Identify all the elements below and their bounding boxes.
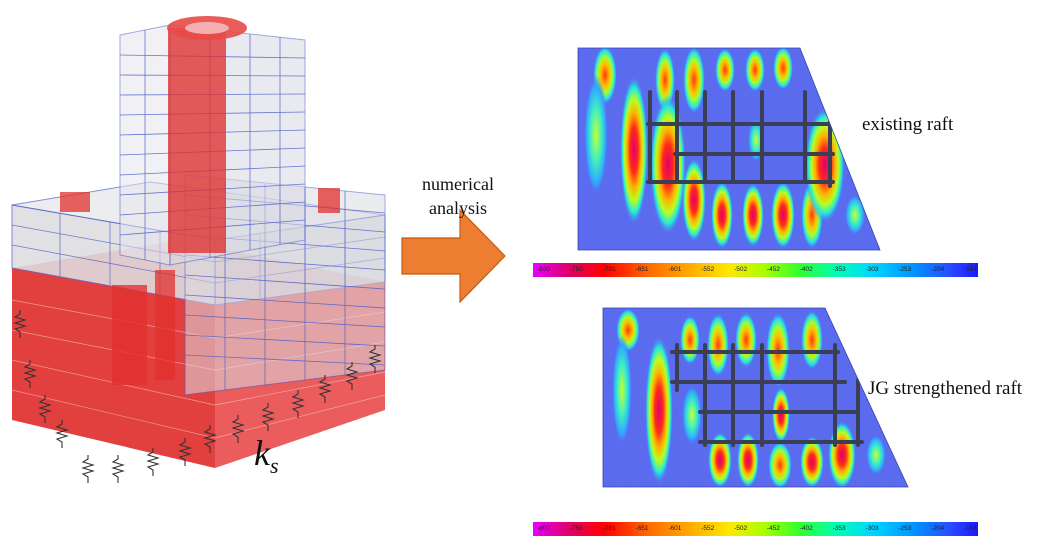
building-model: [11, 16, 386, 483]
core-wall-mid: [155, 270, 175, 380]
colorbar-tick-label: -452: [766, 525, 780, 532]
colorbar-bottom: [533, 522, 978, 536]
colorbar-tick-label: -253: [898, 525, 912, 532]
colorbar-tick-label: -800: [537, 525, 551, 532]
ks-subscript: s: [269, 453, 279, 479]
colorbar-tick-label: -651: [635, 266, 649, 273]
colorbar-tick-label: -701: [602, 266, 616, 273]
colorbar-tick-label: -701: [602, 525, 616, 532]
jg-strengthened-raft-label: JG strengthened raft: [868, 378, 1023, 399]
colorbar-tick-label: -502: [734, 525, 748, 532]
colorbar-top: [533, 263, 978, 277]
core-wall-left: [112, 285, 147, 385]
contour-jg-raft: [603, 308, 908, 487]
colorbar-top-ticks: -800 -750 -701 -651 -601 -552 -502 -452 -402 -353…: [537, 266, 977, 273]
colorbar-tick-label: -303: [865, 266, 879, 273]
stair-core-left: [60, 192, 90, 212]
colorbar-tick-label: -800: [537, 266, 551, 273]
colorbar-tick-label: -452: [766, 266, 780, 273]
colorbar-tick-label: -204: [931, 266, 945, 273]
colorbar-tick-label: -154: [963, 525, 977, 532]
existing-raft-label: existing raft: [862, 114, 954, 135]
numerical-analysis-line1: numerical: [422, 174, 494, 194]
colorbar-tick-label: -402: [799, 525, 813, 532]
soil-springs: [13, 310, 382, 483]
colorbar-tick-label: -601: [668, 525, 682, 532]
colorbar-tick-label: -750: [569, 525, 583, 532]
ks-symbol: k: [254, 433, 270, 473]
colorbar-tick-label: -601: [668, 266, 682, 273]
colorbar-tick-label: -502: [734, 266, 748, 273]
contour-existing-raft: [578, 48, 880, 250]
colorbar-tick-label: -750: [569, 266, 583, 273]
colorbar-tick-label: -154: [963, 266, 977, 273]
colorbar-tick-label: -552: [701, 266, 715, 273]
spring-stiffness-label: ks: [254, 432, 279, 479]
colorbar-tick-label: -253: [898, 266, 912, 273]
colorbar-tick-label: -402: [799, 266, 813, 273]
colorbar-tick-label: -353: [832, 525, 846, 532]
tower-core: [168, 28, 226, 253]
numerical-analysis-line2: analysis: [429, 198, 487, 218]
colorbar-tick-label: -204: [931, 525, 945, 532]
colorbar-tick-label: -353: [832, 266, 846, 273]
flow-arrow: [401, 208, 506, 304]
colorbar-bottom-ticks: -800 -750 -701 -651 -601 -552 -502 -452 -402 -353…: [537, 525, 977, 532]
stair-core-right: [318, 188, 340, 213]
numerical-analysis-label: numerical analysis: [410, 172, 506, 220]
colorbar-tick-label: -552: [701, 525, 715, 532]
colorbar-tick-label: -303: [865, 525, 879, 532]
colorbar-tick-label: -651: [635, 525, 649, 532]
